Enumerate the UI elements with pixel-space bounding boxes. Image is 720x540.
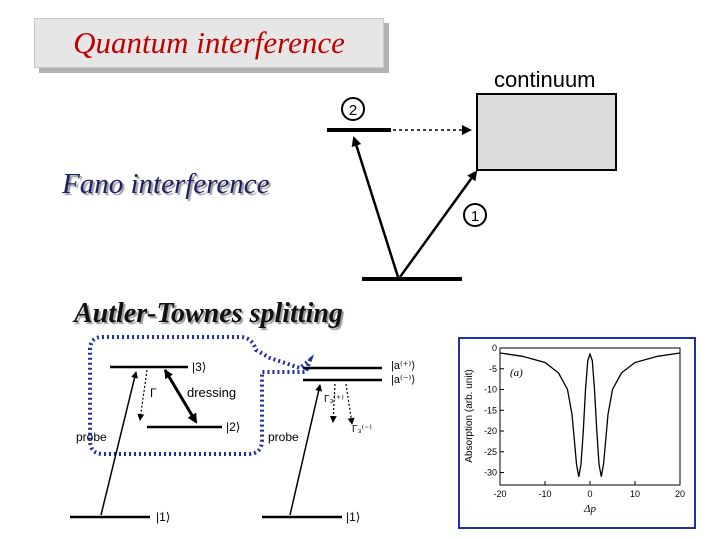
- level-1-label: |1⟩: [156, 510, 170, 524]
- fano-heading: Fano interference: [62, 168, 270, 200]
- y-axis-label: Absorption (arb. unit): [464, 369, 475, 462]
- level-2-label: |2⟩: [226, 420, 240, 434]
- plot-area: [499, 347, 681, 486]
- x-tick-label: 10: [630, 489, 640, 499]
- y-tick-label: -5: [489, 364, 497, 374]
- probe-label-right: probe: [268, 430, 299, 444]
- x-axis-label: Δp: [583, 503, 596, 515]
- autler-townes-diagrams: |3⟩ |2⟩ |1⟩ Γ dressing probe |a⁽⁺⁾⟩ |a⁽⁻…: [70, 335, 415, 524]
- level-3-label: |3⟩: [192, 360, 206, 374]
- absorption-chart: 0 -5 -10 -15 -20 -25 -30 -20 -10 0 10 20 (a) Δp Ab…: [458, 337, 696, 529]
- y-tick-label: -30: [484, 468, 497, 478]
- probe-arrow: [100, 371, 138, 516]
- gamma-plus-label: Γ₃⁽⁺⁾: [324, 394, 344, 405]
- decay-arrow: [137, 369, 148, 421]
- y-tick-label: -20: [484, 426, 497, 436]
- gamma-label: Γ: [150, 386, 157, 400]
- y-tick-label: -10: [484, 385, 497, 395]
- y-tick-label: 0: [492, 343, 497, 353]
- autler-townes-heading: Autler-Townes splitting: [74, 298, 343, 329]
- continuum-label: continuum: [494, 67, 596, 92]
- decay-arrow-minus: [345, 383, 355, 425]
- path-to-state-2: [351, 136, 400, 278]
- slide-title: Quantum interference: [73, 25, 345, 60]
- dressing-arrow: [163, 369, 198, 424]
- state-1-badge: [463, 203, 487, 227]
- level-1-label-right: |1⟩: [346, 510, 360, 524]
- state-2-label: 2: [349, 102, 357, 119]
- state-1-label: 1: [471, 208, 479, 225]
- fano-diagram: continuum 2 1: [327, 67, 617, 281]
- level-plus-label: |a⁽⁺⁾⟩: [391, 360, 415, 372]
- x-tick-label: 0: [587, 489, 592, 499]
- level-minus-label: |a⁽⁻⁾⟩: [391, 374, 415, 386]
- x-tick-label: -10: [538, 489, 551, 499]
- panel-label: (a): [510, 367, 523, 379]
- title-box: Quantum interference: [34, 18, 384, 68]
- dressing-label: dressing: [187, 385, 236, 400]
- gamma-minus-label: Γ₃⁽⁻⁾: [352, 424, 372, 435]
- x-tick-label: -20: [493, 489, 506, 499]
- absorption-curve: [499, 352, 681, 477]
- probe-label-left: probe: [76, 430, 107, 444]
- x-tick-label: 20: [675, 489, 685, 499]
- y-tick-label: -25: [484, 447, 497, 457]
- state-2-badge: [341, 97, 365, 121]
- continuum-box: [476, 93, 617, 171]
- path-to-continuum: [398, 170, 478, 278]
- y-tick-label: -15: [484, 405, 497, 415]
- chart-border: [458, 337, 696, 529]
- probe-arrow-right: [289, 384, 323, 516]
